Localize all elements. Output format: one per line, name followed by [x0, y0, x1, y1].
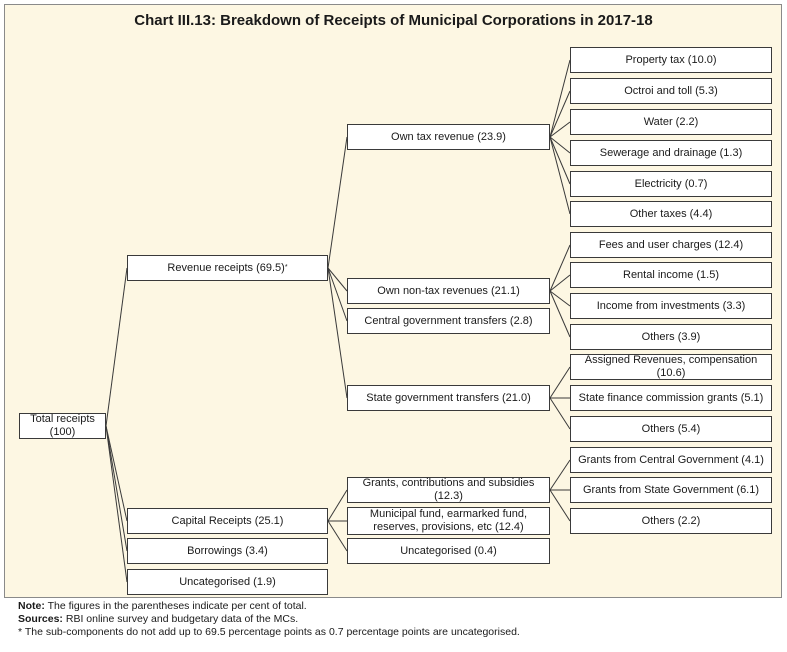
uncategorised-capital-label: Uncategorised (0.4)	[400, 544, 497, 557]
others-state-node: Others (5.4)	[570, 416, 772, 442]
municipal-fund-node: Municipal fund, earmarked fund, reserves…	[347, 507, 550, 535]
other-taxes-label: Other taxes (4.4)	[629, 207, 713, 220]
chart-title: Chart III.13: Breakdown of Receipts of M…	[134, 12, 653, 29]
uncategorised-total-label: Uncategorised (1.9)	[179, 575, 276, 588]
uncategorised-capital-node: Uncategorised (0.4)	[347, 538, 550, 564]
revenue-receipts-node: Revenue receipts (69.5)*	[127, 255, 328, 281]
central-transfers-node: Central government transfers (2.8)	[347, 308, 550, 334]
others-grants-node: Others (2.2)	[570, 508, 772, 534]
own-nontax-revenue-label: Own non-tax revenues (21.1)	[377, 284, 520, 297]
footnote-line: * The sub-components do not add up to 69…	[18, 626, 520, 638]
note-label: Note:	[18, 600, 45, 612]
grants-state-node: Grants from State Government (6.1)	[570, 477, 772, 503]
others-nontax-label: Others (3.9)	[641, 330, 701, 343]
central-transfers-label: Central government transfers (2.8)	[364, 314, 533, 327]
investments-label: Income from investments (3.3)	[596, 299, 746, 312]
fees-label: Fees and user charges (12.4)	[598, 238, 744, 251]
total-receipts-label: Total receipts (100)	[30, 413, 95, 438]
note-text: The figures in the parentheses indicate …	[44, 600, 307, 612]
grants-central-node: Grants from Central Government (4.1)	[570, 447, 772, 473]
water-label: Water (2.2)	[643, 115, 699, 128]
chart-notes: Note: The figures in the parentheses ind…	[18, 600, 778, 639]
others-grants-label: Others (2.2)	[641, 514, 701, 527]
rental-income-node: Rental income (1.5)	[570, 262, 772, 288]
others-state-label: Others (5.4)	[641, 422, 701, 435]
grants-state-label: Grants from State Government (6.1)	[582, 483, 760, 496]
electricity-label: Electricity (0.7)	[634, 177, 708, 190]
state-transfers-label: State government transfers (21.0)	[366, 391, 531, 404]
capital-receipts-node: Capital Receipts (25.1)	[127, 508, 328, 534]
water-node: Water (2.2)	[570, 109, 772, 135]
state-transfers-node: State government transfers (21.0)	[347, 385, 550, 411]
sfc-grants-node: State finance commission grants (5.1)	[570, 385, 772, 411]
sewerage-label: Sewerage and drainage (1.3)	[599, 146, 743, 159]
municipal-fund-label: Municipal fund, earmarked fund, reserves…	[369, 508, 528, 533]
own-nontax-revenue-node: Own non-tax revenues (21.1)	[347, 278, 550, 304]
capital-receipts-label: Capital Receipts (25.1)	[171, 514, 284, 527]
borrowings-node: Borrowings (3.4)	[127, 538, 328, 564]
other-taxes-node: Other taxes (4.4)	[570, 201, 772, 227]
property-tax-node: Property tax (10.0)	[570, 47, 772, 73]
total-receipts-node: Total receipts (100)	[19, 413, 106, 439]
own-tax-revenue-label: Own tax revenue (23.9)	[391, 130, 506, 143]
sfc-grants-label: State finance commission grants (5.1)	[578, 391, 764, 404]
octroi-label: Octroi and toll (5.3)	[624, 84, 718, 97]
own-tax-revenue-node: Own tax revenue (23.9)	[347, 124, 550, 150]
fees-node: Fees and user charges (12.4)	[570, 232, 772, 258]
grants-contributions-node: Grants, contributions and subsidies (12.…	[347, 477, 550, 503]
grants-central-label: Grants from Central Government (4.1)	[578, 453, 764, 466]
property-tax-label: Property tax (10.0)	[625, 53, 717, 66]
others-nontax-node: Others (3.9)	[570, 324, 772, 350]
grants-contributions-label: Grants, contributions and subsidies (12.…	[362, 477, 535, 502]
note-line: Note: The figures in the parentheses ind…	[18, 600, 778, 613]
borrowings-label: Borrowings (3.4)	[187, 544, 268, 557]
electricity-node: Electricity (0.7)	[570, 171, 772, 197]
assigned-revenues-label: Assigned Revenues, compensation (10.6)	[584, 354, 758, 379]
investments-node: Income from investments (3.3)	[570, 293, 772, 319]
sources-text: RBI online survey and budgetary data of …	[62, 613, 299, 625]
sources-label: Sources:	[18, 613, 63, 625]
sources-line: Sources: RBI online survey and budgetary…	[18, 613, 778, 626]
octroi-node: Octroi and toll (5.3)	[570, 78, 772, 104]
rental-income-label: Rental income (1.5)	[623, 268, 719, 281]
sewerage-node: Sewerage and drainage (1.3)	[570, 140, 772, 166]
assigned-revenues-node: Assigned Revenues, compensation (10.6)	[570, 354, 772, 380]
revenue-receipts-label: Revenue receipts (69.5)	[167, 261, 285, 274]
uncategorised-total-node: Uncategorised (1.9)	[127, 569, 328, 595]
